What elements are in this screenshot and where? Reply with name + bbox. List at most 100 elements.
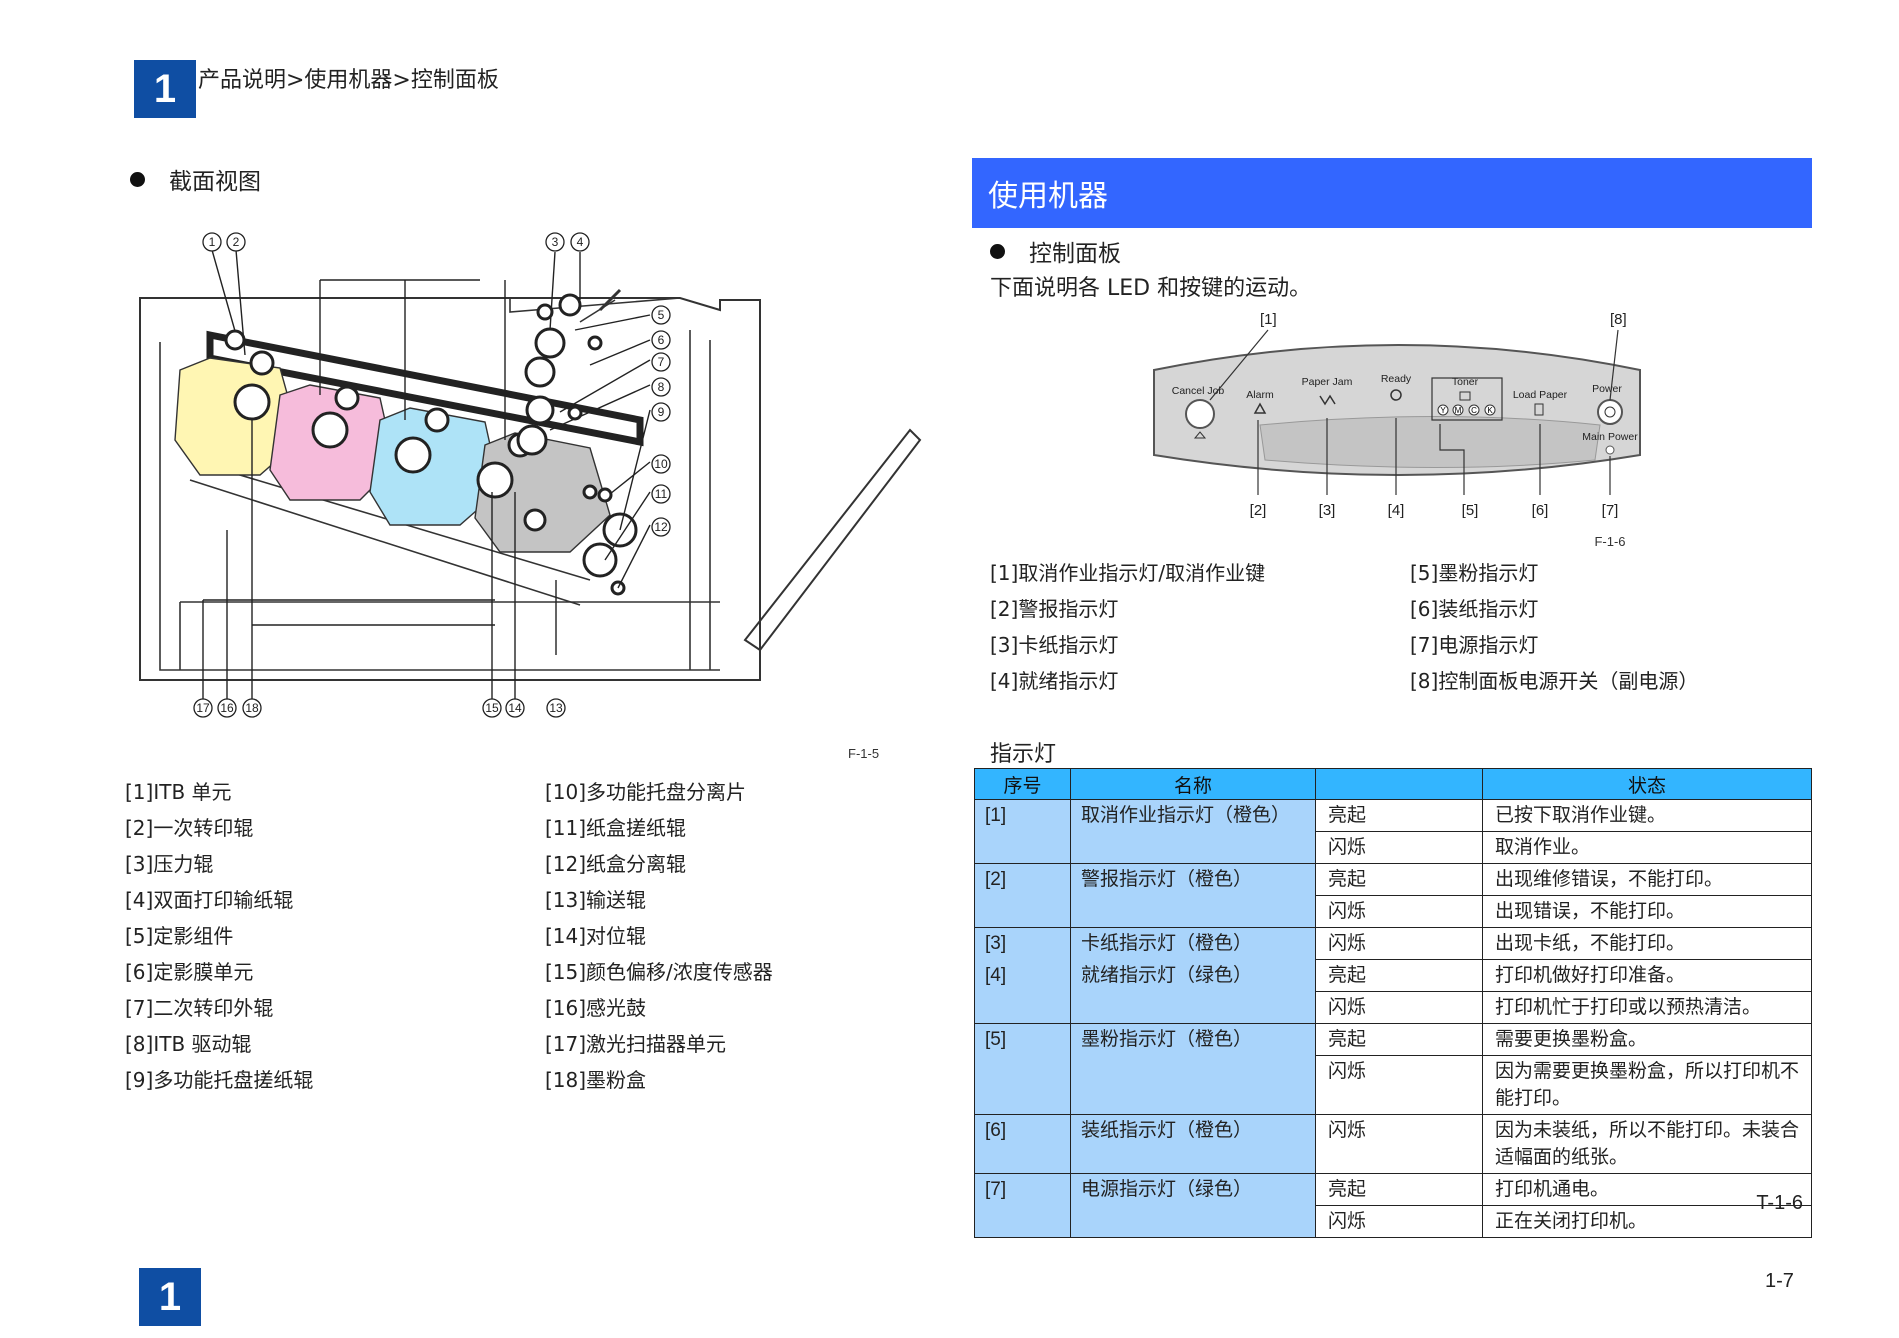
svg-text:7: 7 [658,355,665,369]
bullet-icon [130,171,145,187]
legend-item: [5]定影组件 [125,924,234,948]
svg-text:8: 8 [658,380,665,394]
svg-text:1: 1 [209,235,216,249]
toner-text: Toner [1452,376,1479,388]
panel-label: [3] [1319,502,1336,519]
power-icon [1604,406,1616,418]
panel-label: [4] [1388,502,1405,519]
alarm-text: Alarm [1246,389,1274,401]
legend-item: [8]控制面板电源开关（副电源） [1410,669,1699,693]
legend-item: [6]装纸指示灯 [1410,597,1539,621]
svg-text:17: 17 [196,701,210,715]
svg-text:6: 6 [658,333,665,347]
control-panel-diagram: [1] [8] Cancel Job Alarm Paper Jam Ready… [1153,311,1641,549]
power-text: Power [1592,383,1622,395]
svg-text:C: C [1471,406,1477,415]
intro-text: 下面说明各 LED 和按键的运动。 [990,276,1312,301]
legend-item: [11]纸盒搓纸辊 [545,816,687,840]
section-title-text: 截面视图 [169,169,261,195]
bullet-icon [990,243,1005,259]
svg-text:5: 5 [658,308,665,322]
table-row: 闪烁 打印机忙于打印或以预热清洁。 [974,991,1812,1024]
header-name: 名称 [1070,768,1316,800]
alarm-icon [1253,402,1267,414]
load-paper-icon [1534,403,1544,416]
ready-icon [1390,389,1402,401]
parts-legend-col1: [1]ITB 单元 [2]一次转印辊 [3]压力辊 [4]双面打印输纸辊 [5]… [125,774,313,1098]
parts-legend-col2: [10]多功能托盘分离片 [11]纸盒搓纸辊 [12]纸盒分离辊 [13]输送辊… [545,774,773,1098]
table-row: [2] 警报指示灯（橙色） 亮起 出现维修错误，不能打印。 [974,863,1812,896]
legend-item: [3]压力辊 [125,852,214,876]
table-row: [6] 装纸指示灯（橙色） 闪烁 因为未装纸，所以不能打印。未装合适幅面的纸张。 [974,1114,1812,1174]
header-mode [1315,768,1483,800]
panel-legend-col2: [5]墨粉指示灯 [6]装纸指示灯 [7]电源指示灯 [8]控制面板电源开关（副… [1410,555,1698,699]
legend-item: [13]输送辊 [545,888,647,912]
breadcrumb: 产品说明>使用机器>控制面板 [198,68,499,93]
svg-text:13: 13 [549,701,563,715]
table-row: [1] 取消作业指示灯（橙色） 亮起 已按下取消作业键。 [974,799,1812,832]
svg-text:11: 11 [655,487,668,501]
printer-cross-section-diagram: 1 2 3 4 5 6 7 8 9 10 11 12 13 14 15 16 1… [139,232,922,718]
legend-item: [14]对位辊 [545,924,647,948]
panel-label: [2] [1250,502,1267,519]
footer-chapter-badge: 1 [139,1268,201,1326]
panel-label: [7] [1602,502,1619,519]
table-header-row: 序号 名称 状态 [974,768,1812,800]
svg-text:12: 12 [654,520,668,534]
legend-item: [1]ITB 单元 [125,780,232,804]
legend-item: [4]就绪指示灯 [990,669,1119,693]
legend-item: [2]警报指示灯 [990,597,1119,621]
legend-item: [17]激光扫描器单元 [545,1032,727,1056]
subsection-text: 控制面板 [1029,241,1121,267]
legend-item: [4]双面打印输纸辊 [125,888,294,912]
paper-jam-icon [1319,394,1336,406]
cancel-job-text: Cancel Job [1172,385,1225,397]
main-power-text: Main Power [1582,431,1638,443]
svg-text:16: 16 [220,701,234,715]
panel-label: [8] [1610,311,1627,328]
load-paper-text: Load Paper [1513,389,1568,401]
legend-item: [10]多功能托盘分离片 [545,780,747,804]
table-row: [7] 电源指示灯（绿色） 亮起 打印机通电。 [974,1173,1812,1206]
table-row: [5] 墨粉指示灯（橙色） 亮起 需要更换墨粉盒。 [974,1023,1812,1056]
svg-text:Y: Y [1440,406,1446,415]
toner-icon [1459,391,1471,401]
legend-item: [6]定影膜单元 [125,960,254,984]
svg-text:K: K [1487,406,1493,415]
legend-item: [12]纸盒分离辊 [545,852,687,876]
header-status: 状态 [1482,768,1812,800]
power-key [1597,399,1623,425]
subsection-control-panel: 控制面板 [990,234,1121,268]
legend-item: [16]感光鼓 [545,996,647,1020]
legend-item: [8]ITB 驱动辊 [125,1032,252,1056]
section-bar-using-machine: 使用机器 [972,158,1812,228]
svg-text:14: 14 [508,701,522,715]
table-row: 闪烁 出现错误，不能打印。 [974,895,1812,928]
legend-item: [15]颜色偏移/浓度传感器 [545,960,773,984]
figure-id-f-1-5: F-1-5 [848,746,880,761]
indicator-table: 序号 名称 状态 [1] 取消作业指示灯（橙色） 亮起 已按下取消作业键。 闪烁… [974,768,1812,1238]
legend-item: [5]墨粉指示灯 [1410,561,1539,585]
svg-text:M: M [1455,406,1462,415]
cancel-job-key [1185,399,1215,429]
legend-item: [18]墨粉盒 [545,1068,647,1092]
svg-text:15: 15 [485,701,499,715]
svg-text:3: 3 [552,235,559,249]
page-number: 1-7 [1765,1270,1794,1292]
cancel-icon [1193,431,1207,439]
callout-markers: 1 2 3 4 5 6 7 8 9 10 11 12 13 14 15 16 1… [193,232,671,718]
panel-label: [1] [1260,311,1277,328]
panel-label: [5] [1462,502,1479,519]
svg-text:9: 9 [658,405,665,419]
legend-item: [7]电源指示灯 [1410,633,1539,657]
legend-item: [7]二次转印外辊 [125,996,274,1020]
ready-text: Ready [1381,373,1412,385]
paper-jam-text: Paper Jam [1302,376,1353,388]
panel-label: [6] [1532,502,1549,519]
table-row: [4] 就绪指示灯（绿色） 亮起 打印机做好打印准备。 [974,959,1812,992]
table-row: 闪烁 取消作业。 [974,831,1812,864]
svg-text:18: 18 [245,701,259,715]
svg-text:10: 10 [654,457,668,471]
legend-item: [9]多功能托盘搓纸辊 [125,1068,314,1092]
legend-item: [1]取消作业指示灯/取消作业键 [990,561,1266,585]
